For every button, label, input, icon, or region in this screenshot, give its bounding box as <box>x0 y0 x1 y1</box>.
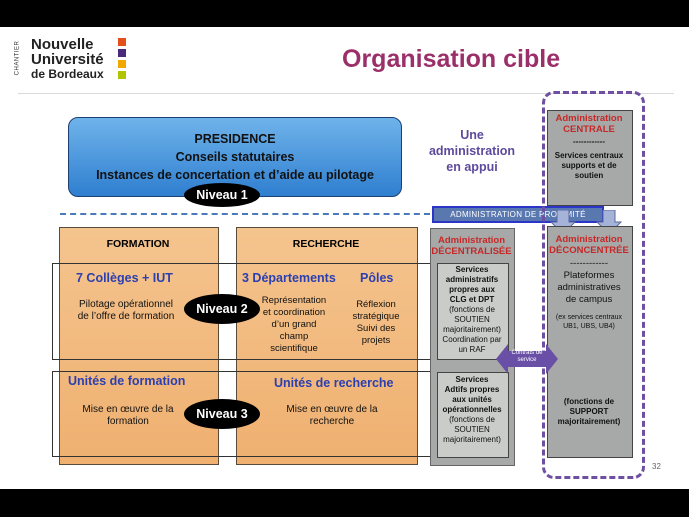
contrats-de-service-label: Contrats de service <box>511 350 543 363</box>
centrale-text: ------------ Services centraux supports … <box>554 137 624 180</box>
niveau-separator-line <box>60 213 430 215</box>
colleges-text: Pilotage opérationnel de l’offre de form… <box>77 299 175 322</box>
deconcentree-support: (fonctions de SUPPORT majoritairement) <box>557 397 621 426</box>
poles-title: Pôles <box>360 271 394 285</box>
deconcentree-title: Administration DÉCONCENTRÉE <box>549 234 629 256</box>
slide: CHANTIER Nouvelle Université de Bordeaux… <box>0 27 689 489</box>
presidence-title: PRESIDENCE <box>194 132 276 146</box>
services-unites-text: Services Adtifs propres aux unités opéra… <box>442 375 502 444</box>
logo-line3: de Bordeaux <box>31 67 104 81</box>
contrats-de-service-arrow <box>496 344 558 374</box>
page-number: 32 <box>652 462 661 471</box>
deconcentree-text: ------------ Plateformes administratives… <box>557 258 621 305</box>
recherche-header: RECHERCHE <box>292 238 360 250</box>
departements-text: Représentation et coordination d’un gran… <box>261 295 327 354</box>
administration-purple-frame <box>542 91 645 479</box>
unites-recherche-text: Mise en œuvre de la recherche <box>286 404 378 427</box>
centrale-title: Administration CENTRALE <box>555 113 623 135</box>
formation-header: FORMATION <box>106 238 170 250</box>
slide-title: Organisation cible <box>342 45 561 73</box>
logo-line1: Nouvelle <box>31 36 94 53</box>
deconcentree-box <box>547 226 633 458</box>
decentralisee-title: Administration DÉCENTRALISÉE <box>431 235 512 257</box>
logo-square-yellow <box>118 60 126 68</box>
logo-chantier-label: CHANTIER <box>14 40 21 76</box>
services-clg-dpt-text: Services administratifs propres aux CLG … <box>442 265 502 354</box>
university-logo: Nouvelle Université de Bordeaux <box>31 37 104 82</box>
presidence-instances: Instances de concertation et d’aide au p… <box>96 168 374 182</box>
logo-square-green <box>118 71 126 79</box>
logo-line2: Université <box>31 51 104 68</box>
services-clg-dpt-box <box>437 263 509 360</box>
formation-column <box>59 227 219 465</box>
header-divider <box>18 93 674 94</box>
centrale-box <box>547 110 633 206</box>
services-unites-box <box>437 372 509 458</box>
presidence-conseils: Conseils statutaires <box>175 150 295 164</box>
logo-square-orange <box>118 38 126 46</box>
colleges-title: 7 Collèges + IUT <box>76 271 173 285</box>
niveau-1-badge: Niveau 1 <box>184 183 260 207</box>
recherche-column <box>236 227 418 465</box>
departements-title: 3 Départements <box>242 271 336 285</box>
poles-text: Réflexion stratégique Suivi des projets <box>352 299 400 346</box>
logo-square-purple <box>118 49 126 57</box>
deconcentree-note: (ex services centraux UB1, UBS, UB4) <box>555 314 623 330</box>
unites-formation-title: Unités de formation <box>68 374 186 388</box>
unites-formation-text: Mise en œuvre de la formation <box>82 404 174 427</box>
niveau-2-badge: Niveau 2 <box>184 294 260 324</box>
niveau-3-badge: Niveau 3 <box>184 399 260 429</box>
unites-recherche-title: Unités de recherche <box>274 376 394 390</box>
une-administration-text: Une administration en appui <box>428 128 516 174</box>
